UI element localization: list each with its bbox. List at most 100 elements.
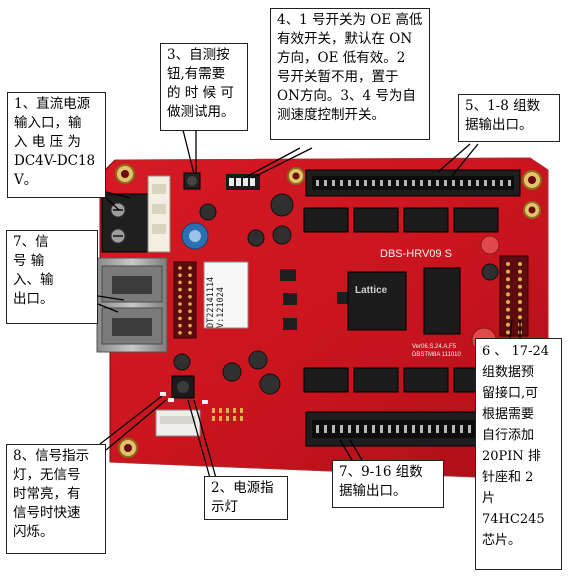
connector-pin — [476, 180, 479, 186]
header-pin — [178, 295, 182, 299]
board-model-label: DBS-HRV09 S — [380, 248, 452, 260]
header-pin — [188, 309, 192, 314]
indicator-leds — [160, 392, 208, 404]
leader-4b — [251, 147, 313, 179]
connector-pin — [364, 180, 367, 186]
connector-pin — [380, 425, 383, 433]
header-pin — [518, 277, 522, 282]
header-pin — [506, 284, 510, 289]
connector-pin — [324, 180, 327, 186]
leader-8 — [99, 395, 163, 445]
header-pin — [188, 316, 192, 321]
header-pin — [240, 416, 243, 421]
header-pin — [518, 300, 522, 304]
header-pin — [178, 273, 182, 278]
main-chip-brand: Lattice — [355, 285, 388, 296]
leader-2b — [193, 399, 217, 479]
connector-pin — [468, 180, 471, 186]
connector-pin — [460, 425, 463, 433]
leader-1 — [105, 191, 131, 199]
blue-capacitor — [181, 222, 209, 250]
callout-4-dip-switch: 4、1 号开关为 OE 高低 有效开关，默认在 ON 方向，OE 低有效。2 号… — [270, 8, 430, 140]
header-pin — [178, 302, 182, 306]
fpga-main-chip: Lattice — [347, 271, 407, 331]
header-pin — [506, 277, 510, 282]
callout-1-dc-power: 1、直流电源 输入口，输 入 电 压 为 DC4V-DC18 V。 — [7, 92, 106, 198]
header-pin — [188, 295, 192, 299]
header-pin — [178, 316, 182, 321]
self-test-button — [183, 172, 201, 190]
header-pin — [188, 302, 192, 306]
header-pin — [226, 416, 229, 421]
connector-pin — [356, 425, 359, 433]
leader-7b — [339, 439, 353, 461]
connector-pin — [436, 425, 439, 433]
driver-chip — [353, 207, 399, 233]
version-label-1: Ver06.S.24.A.F5 — [412, 344, 457, 350]
callout-6-reserved-17-24: 6 、 17-24 组数据预 留接口,可 根据需要 自行添加 20PIN 排 针… — [475, 338, 562, 570]
leader-7bb — [349, 439, 363, 461]
header-pin — [188, 331, 192, 335]
header-pin — [518, 262, 522, 266]
header-pin — [233, 416, 236, 421]
connector-pin — [444, 425, 447, 433]
connector-pin — [404, 425, 407, 433]
connector-pin — [500, 180, 503, 186]
connector-pin — [332, 425, 335, 433]
small-pin-header — [212, 408, 243, 421]
callout-7-output-9-16: 7、9-16 组数 据输出口。 — [332, 460, 444, 508]
header-pin — [518, 315, 522, 320]
connector-pin — [340, 180, 343, 186]
callout-3-self-test-button: 3、自测按 钮,有需要 的 时 候 可 做测试用。 — [160, 43, 248, 131]
header-pin — [226, 408, 229, 413]
leader-4 — [243, 147, 301, 179]
connector-pin — [420, 180, 423, 186]
callout-8-signal-led: 8、信号指示 灯，无信号 时常亮，有 信号时快速 闪烁。 — [6, 444, 106, 554]
leader-6 — [509, 319, 513, 339]
connector-pin — [372, 425, 375, 433]
connector-pin — [348, 180, 351, 186]
leader-1b — [105, 197, 120, 211]
header-pin — [506, 292, 510, 297]
connector-pin — [444, 180, 447, 186]
electrolytic-capacitors — [173, 193, 499, 395]
connector-pin — [420, 425, 423, 433]
callout-7-signal-io: 7、信 号 输 入、输 出口。 — [6, 230, 98, 324]
header-pin — [219, 408, 222, 413]
callout-2-power-led: 2、电源指 示灯 — [204, 476, 288, 520]
connector-pin — [452, 425, 455, 433]
dip-switch — [226, 174, 260, 190]
header-pin — [240, 408, 243, 413]
header-pin — [188, 266, 192, 270]
driver-chip — [403, 207, 449, 233]
connector-pin — [428, 180, 431, 186]
connector-pin — [452, 180, 455, 186]
header-pin — [506, 262, 510, 266]
header-pin — [212, 408, 215, 413]
driver-chip — [353, 367, 399, 393]
connector-pin — [396, 425, 399, 433]
connector-pin — [492, 180, 495, 186]
connector-pin — [468, 425, 471, 433]
header-pin — [506, 315, 510, 320]
leader-3 — [182, 129, 195, 175]
top-driver-chips — [303, 207, 499, 233]
connector-pin — [388, 180, 391, 186]
connector-pin — [324, 425, 327, 433]
header-pin — [212, 416, 215, 421]
header-pin — [178, 331, 182, 335]
connector-pin — [348, 425, 351, 433]
header-pin — [178, 323, 182, 328]
callout-5-output-1-8: 5、1-8 组数 据输出口。 — [458, 94, 560, 142]
serial-label-sticker — [203, 261, 249, 329]
driver-chip — [453, 207, 499, 233]
header-pin — [188, 280, 192, 285]
connector-pin — [412, 180, 415, 186]
header-pin — [178, 287, 182, 292]
dc-power-terminal — [101, 175, 171, 253]
leader-2 — [187, 399, 211, 479]
header-pin — [188, 273, 192, 278]
version-label-2: DBSTM8A 111010 — [412, 352, 461, 358]
